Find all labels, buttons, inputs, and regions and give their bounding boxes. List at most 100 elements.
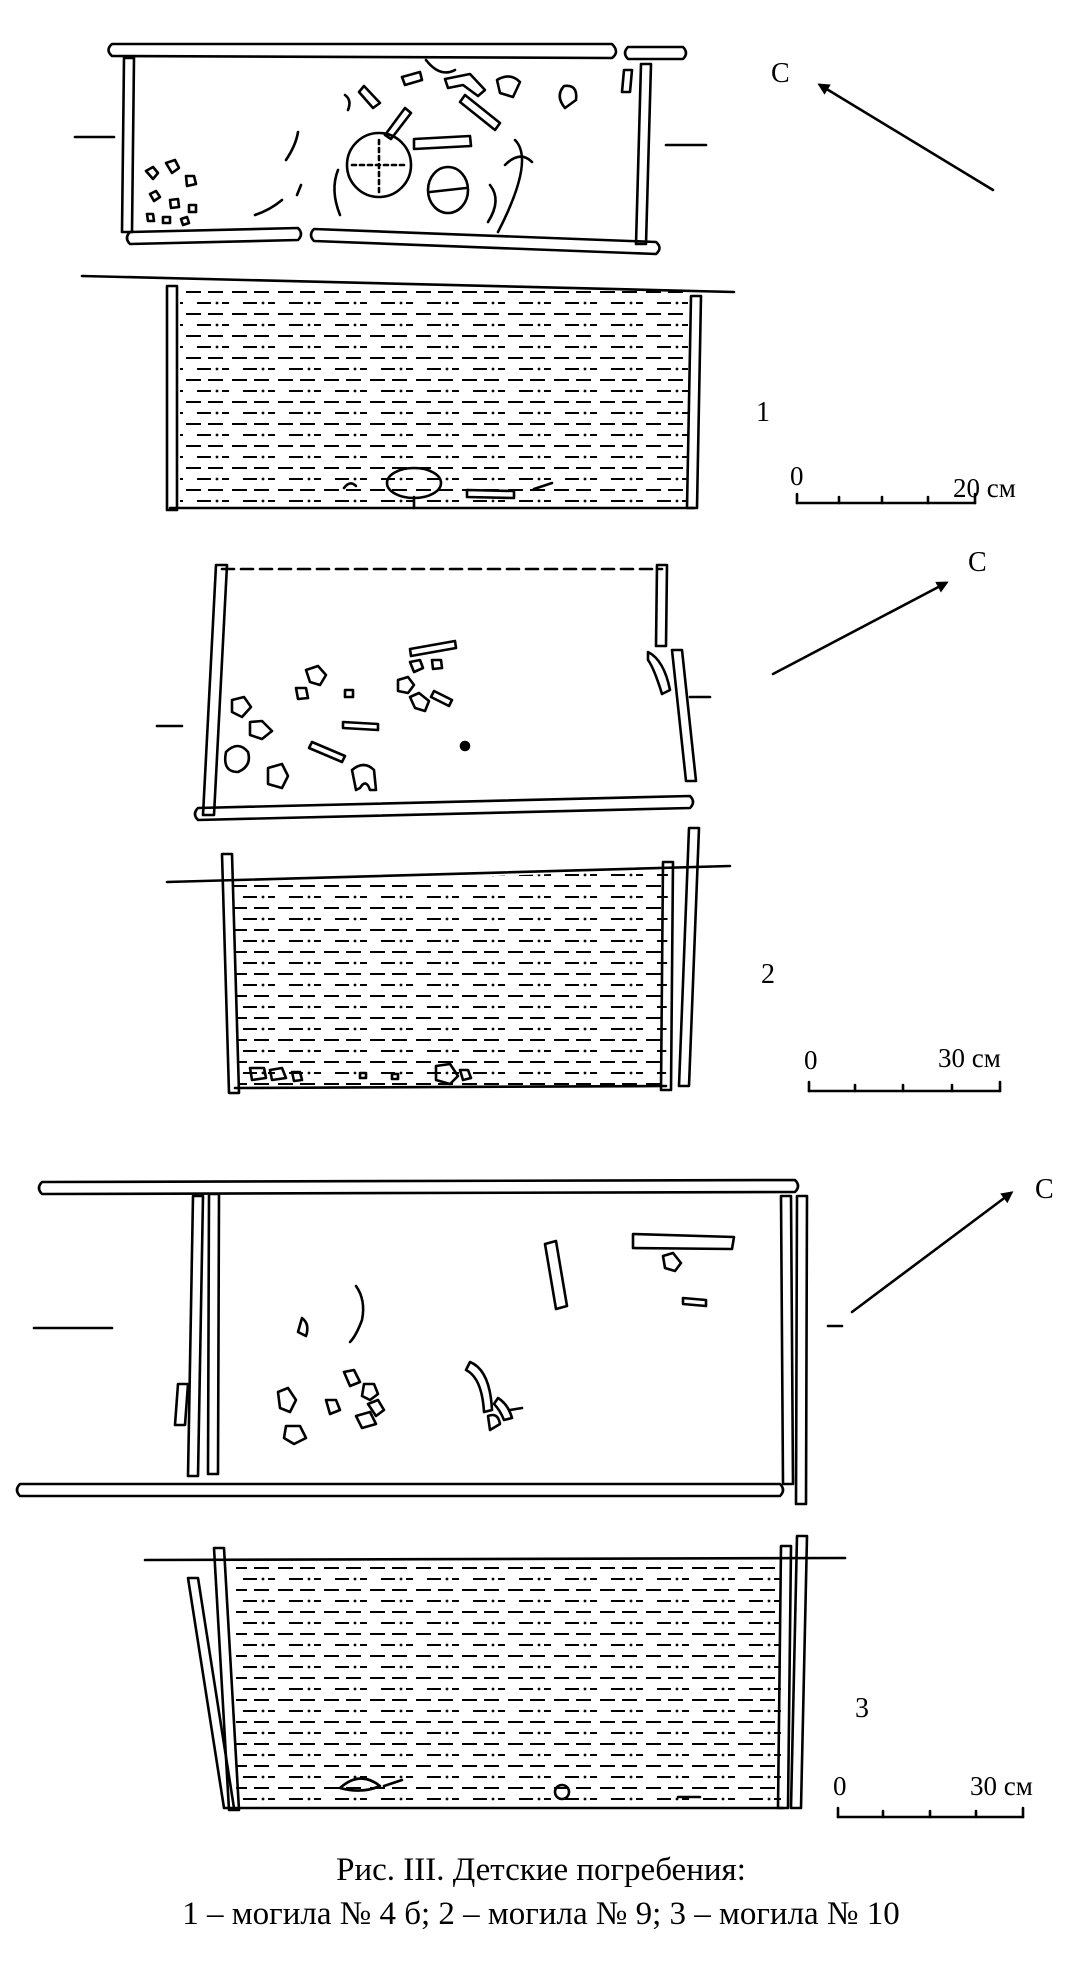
bone-fragment <box>486 1413 502 1432</box>
bone <box>341 720 380 732</box>
plank-bottom <box>15 1482 785 1498</box>
north-label: С <box>771 58 790 89</box>
section-wall-right-a <box>659 860 675 1092</box>
bone <box>631 1232 736 1251</box>
caption-title: Рис. III. Детские погребения: <box>336 1852 746 1888</box>
grave-1-section <box>80 274 736 512</box>
grave-1-plan <box>73 42 708 256</box>
section-wall-left <box>165 284 179 512</box>
grave-3-section <box>143 1534 847 1812</box>
scale-bar-3 <box>836 1806 1025 1819</box>
bone <box>382 1778 404 1788</box>
bone-fragment <box>248 719 274 741</box>
bone <box>543 1239 569 1311</box>
scale-end-label: 30 см <box>970 1771 1033 1801</box>
plank-top <box>107 42 618 60</box>
bone <box>464 1360 494 1414</box>
bone <box>295 183 303 197</box>
bone-fragment <box>350 763 378 792</box>
bone <box>646 650 672 696</box>
bone <box>465 488 516 500</box>
bone <box>400 70 424 87</box>
north-arrow-2 <box>771 581 949 676</box>
bone-fragment <box>343 688 355 699</box>
bone <box>492 1396 514 1422</box>
section-bottom <box>233 1084 668 1090</box>
north-label: С <box>1035 1174 1054 1205</box>
bone-fragment <box>144 165 160 181</box>
figure-caption: Рис. III. Детские погребения: 1 – могила… <box>0 1848 1082 1936</box>
bone <box>429 689 454 708</box>
bone <box>284 130 300 162</box>
bone <box>681 1296 708 1308</box>
plank-left <box>201 563 229 817</box>
plank-right <box>654 563 669 648</box>
skull <box>345 131 413 199</box>
figure-number: 2 <box>761 959 775 990</box>
ground-line <box>143 1556 847 1562</box>
plank-bottom-left <box>125 226 303 246</box>
bone-fragment <box>342 1368 362 1388</box>
bone-fragment <box>408 658 425 674</box>
bone-fragment <box>390 1072 400 1081</box>
bone-fragment <box>434 1062 460 1086</box>
bone <box>357 84 382 110</box>
section-wall-right-a <box>776 1544 793 1810</box>
caption-legend: 1 – могила № 4 б; 2 – могила № 9; 3 – мо… <box>182 1896 900 1932</box>
bone-fragment <box>187 203 198 214</box>
section-wall-right-b <box>789 1534 809 1810</box>
plank-bottom <box>193 794 695 822</box>
bone <box>486 183 497 224</box>
bone <box>253 198 284 217</box>
bone <box>408 639 458 658</box>
bone-fragment <box>408 691 431 713</box>
bone-fragment <box>358 1071 368 1080</box>
bone-fragment <box>179 215 191 227</box>
small-find <box>459 740 471 752</box>
bone-fragment <box>304 664 328 687</box>
bone-fragment <box>266 762 290 790</box>
bone <box>338 1777 382 1792</box>
section-wall-left-a <box>212 1546 241 1812</box>
plank-left-a <box>186 1194 205 1478</box>
plank-right-a <box>779 1194 795 1486</box>
north-label: С <box>968 547 987 578</box>
bone <box>424 58 457 74</box>
bone <box>296 1316 309 1338</box>
bone-fragment <box>145 212 156 223</box>
grave-2-plan <box>155 563 712 822</box>
plank-right-b <box>794 1194 809 1506</box>
bone-fragment <box>248 1066 268 1082</box>
plank-left <box>120 56 136 234</box>
scale-bar-1 <box>795 492 977 505</box>
bone <box>307 740 347 764</box>
bone-fragment <box>366 1398 386 1418</box>
figure-number: 3 <box>855 1693 869 1724</box>
bone <box>532 481 554 491</box>
bone-fragment <box>458 1068 473 1082</box>
plank-left-b <box>206 1192 221 1476</box>
bone-fragment <box>184 174 198 188</box>
bone <box>412 134 473 151</box>
bone-fragment <box>294 686 310 701</box>
scale-start-label: 0 <box>833 1771 847 1801</box>
plank-top-right <box>623 45 688 61</box>
bone-fragment <box>396 675 416 695</box>
bone <box>333 168 342 217</box>
bone <box>343 93 351 112</box>
plank-bottom-right <box>309 227 661 256</box>
bone <box>503 155 534 167</box>
small-find <box>553 1783 571 1801</box>
ground-line <box>80 274 736 294</box>
bone-fragment <box>360 1382 380 1402</box>
ground-line <box>165 864 732 884</box>
skull-fragment <box>426 165 470 215</box>
bone <box>342 482 358 490</box>
plank-left-c <box>173 1382 190 1427</box>
grave-3-plan <box>15 1178 844 1506</box>
bone-fragment <box>268 1066 288 1082</box>
bone-fragment <box>161 215 172 225</box>
bone-fragment <box>168 197 181 210</box>
section-wall-right-b <box>677 826 701 1088</box>
